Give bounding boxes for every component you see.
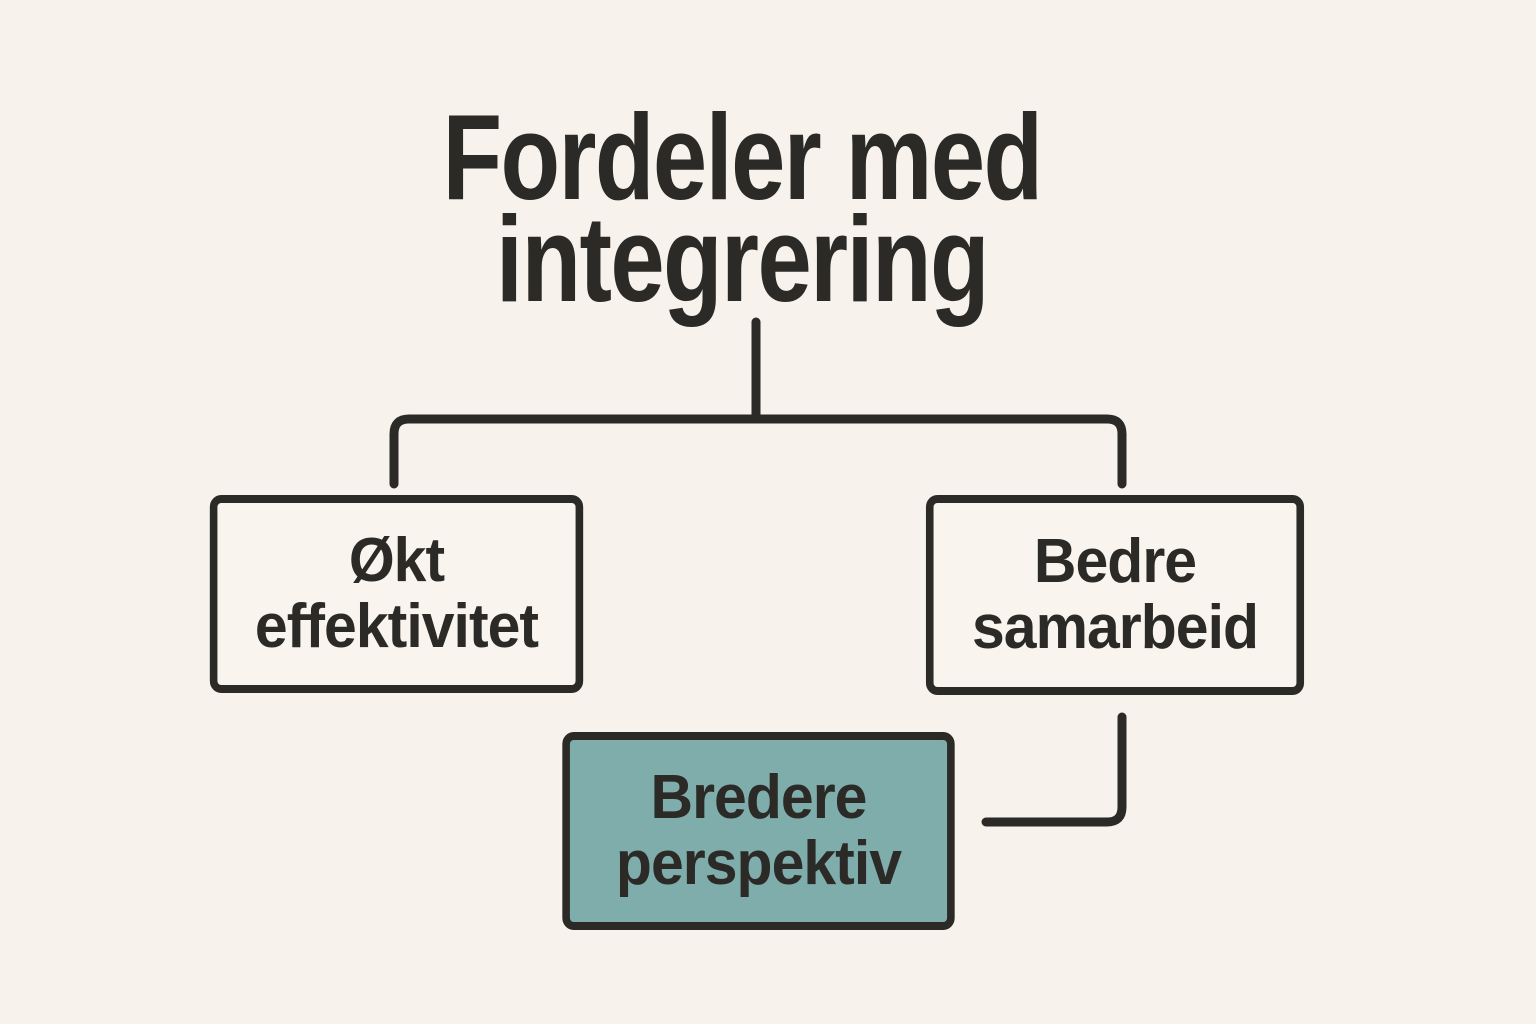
node-okt-effektivitet-line2: effektivitet bbox=[254, 592, 539, 661]
elbow-connector bbox=[981, 712, 1127, 827]
node-bredere-perspektiv: Bredere perspektiv bbox=[562, 732, 955, 930]
node-bedre-samarbeid-line2: samarbeid bbox=[971, 593, 1259, 662]
diagram-title-line1: Fordeler med bbox=[442, 89, 1043, 225]
node-bredere-perspektiv-line2: perspektiv bbox=[615, 829, 902, 898]
node-okt-effektivitet: Økt effektivitet bbox=[209, 495, 584, 693]
node-bedre-samarbeid-line1: Bedre bbox=[1033, 527, 1197, 596]
node-bedre-samarbeid: Bedre samarbeid bbox=[925, 495, 1305, 695]
node-okt-effektivitet-line1: Økt bbox=[348, 526, 445, 595]
branch-connector bbox=[389, 414, 1127, 489]
diagram-title-line2: integrering bbox=[495, 191, 990, 327]
node-bredere-perspektiv-line1: Bredere bbox=[650, 763, 867, 832]
diagram-title: Fordeler med integrering bbox=[442, 89, 1043, 327]
